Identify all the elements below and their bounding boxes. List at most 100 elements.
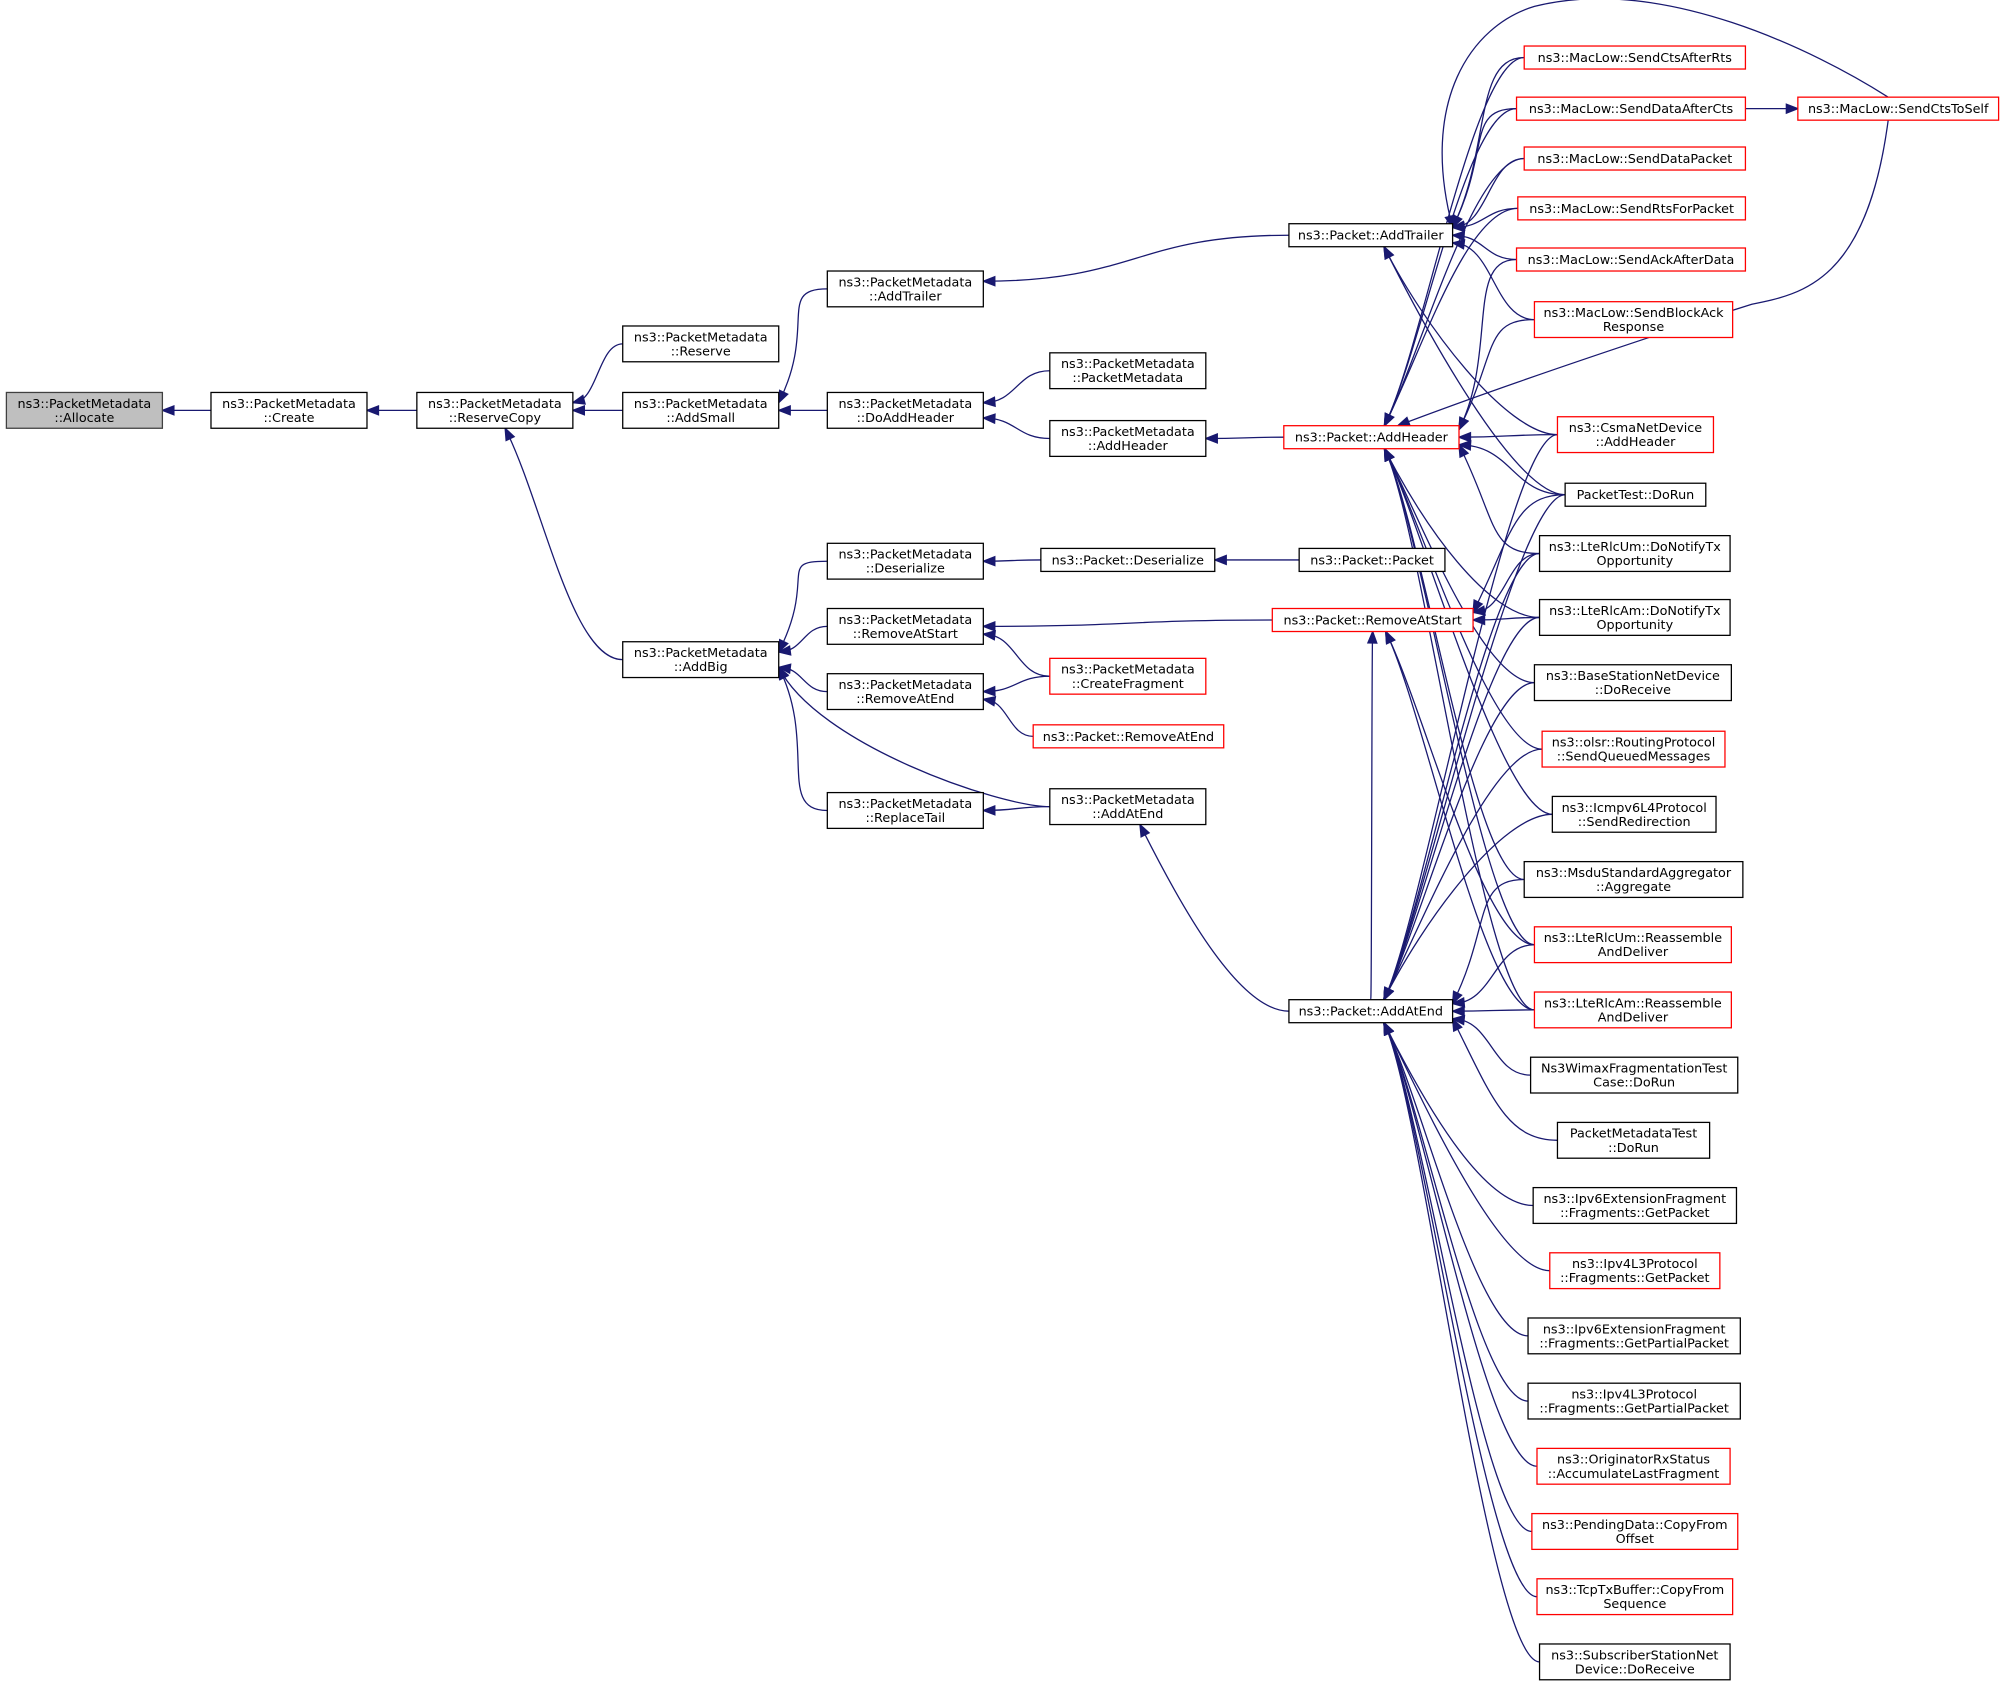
node-box[interactable] xyxy=(1288,999,1454,1024)
node-box[interactable] xyxy=(1527,1317,1741,1355)
node-box[interactable] xyxy=(1298,547,1446,573)
graph-node-pm-addtrailer[interactable]: ns3::PacketMetadata::AddTrailer xyxy=(826,270,984,308)
graph-node-pm-addheader[interactable]: ns3::PacketMetadata::AddHeader xyxy=(1049,419,1207,458)
graph-node-sendrtsforpacket[interactable]: ns3::MacLow::SendRtsForPacket xyxy=(1517,196,1747,221)
graph-node-doaddheader[interactable]: ns3::PacketMetadata::DoAddHeader xyxy=(826,391,984,429)
graph-node-ipv4-getpartial[interactable]: ns3::Ipv4L3Protocol::Fragments::GetParti… xyxy=(1527,1382,1741,1420)
graph-node-bs-doreceive[interactable]: ns3::BaseStationNetDevice::DoReceive xyxy=(1533,664,1732,702)
graph-node-sendctstoself[interactable]: ns3::MacLow::SendCtsToSelf xyxy=(1797,96,2000,121)
node-box[interactable] xyxy=(622,641,780,679)
graph-node-createfragment[interactable]: ns3::PacketMetadata::CreateFragment xyxy=(1049,657,1207,695)
node-box[interactable] xyxy=(1032,724,1225,749)
node-box[interactable] xyxy=(1531,1512,1739,1551)
graph-node-p-removeatend[interactable]: ns3::Packet::RemoveAtEnd xyxy=(1032,724,1225,749)
node-box[interactable] xyxy=(1049,788,1207,826)
node-box[interactable] xyxy=(1515,96,1747,121)
graph-node-packettest[interactable]: PacketTest::DoRun xyxy=(1564,482,1707,507)
graph-node-ipv4-getpacket[interactable]: ns3::Ipv4L3Protocol::Fragments::GetPacke… xyxy=(1549,1252,1721,1290)
graph-node-addsmall[interactable]: ns3::PacketMetadata::AddSmall xyxy=(622,391,780,429)
node-box[interactable] xyxy=(1517,196,1747,221)
graph-node-p-packet[interactable]: ns3::Packet::Packet xyxy=(1298,547,1446,573)
node-box[interactable] xyxy=(1536,1447,1731,1485)
graph-node-pm-deserialize[interactable]: ns3::PacketMetadata::Deserialize xyxy=(826,542,984,580)
graph-node-allocate[interactable]: ns3::PacketMetadata::Allocate xyxy=(5,391,164,429)
node-box[interactable] xyxy=(1049,419,1207,458)
node-box[interactable] xyxy=(1527,1382,1741,1420)
node-box[interactable] xyxy=(1541,730,1726,768)
graph-node-p-addtrailer[interactable]: ns3::Packet::AddTrailer xyxy=(1288,223,1454,248)
graph-node-sendackafterdata[interactable]: ns3::MacLow::SendAckAfterData xyxy=(1515,247,1747,272)
graph-node-originator-accum[interactable]: ns3::OriginatorRxStatus::AccumulateLastF… xyxy=(1536,1447,1731,1485)
graph-node-pm-removeatstart[interactable]: ns3::PacketMetadata::RemoveAtStart xyxy=(826,607,984,645)
graph-node-senddatapacket[interactable]: ns3::MacLow::SendDataPacket xyxy=(1523,146,1747,171)
node-box[interactable] xyxy=(1533,926,1732,964)
node-box[interactable] xyxy=(1556,416,1715,454)
graph-node-ss-doreceive[interactable]: ns3::SubscriberStationNetDevice::DoRecei… xyxy=(1538,1643,1731,1681)
graph-node-p-removeatstart[interactable]: ns3::Packet::RemoveAtStart xyxy=(1271,607,1474,633)
graph-node-ipv6-getpartial[interactable]: ns3::Ipv6ExtensionFragment::Fragments::G… xyxy=(1527,1317,1741,1355)
node-box[interactable] xyxy=(1556,1121,1711,1159)
node-box[interactable] xyxy=(1538,598,1731,636)
node-box[interactable] xyxy=(1551,795,1717,833)
graph-node-replacetail[interactable]: ns3::PacketMetadata::ReplaceTail xyxy=(826,791,984,830)
node-box[interactable] xyxy=(1797,96,2000,121)
node-box[interactable] xyxy=(1533,991,1732,1029)
node-box[interactable] xyxy=(1549,1252,1721,1290)
graph-node-p-addheader[interactable]: ns3::Packet::AddHeader xyxy=(1283,425,1460,450)
node-box[interactable] xyxy=(1515,247,1747,272)
node-box[interactable] xyxy=(1523,45,1747,70)
graph-node-pm-removeatend[interactable]: ns3::PacketMetadata::RemoveAtEnd xyxy=(826,673,984,711)
node-box[interactable] xyxy=(1523,146,1747,171)
graph-node-p-addatend[interactable]: ns3::Packet::AddAtEnd xyxy=(1288,999,1454,1024)
graph-node-sendctsafterrts[interactable]: ns3::MacLow::SendCtsAfterRts xyxy=(1523,45,1747,70)
node-box[interactable] xyxy=(1040,547,1216,573)
node-box[interactable] xyxy=(5,391,164,429)
node-box[interactable] xyxy=(1532,1186,1738,1225)
node-box[interactable] xyxy=(416,391,574,429)
node-box[interactable] xyxy=(826,391,984,429)
node-box[interactable] xyxy=(1523,860,1744,899)
node-box[interactable] xyxy=(1271,607,1474,633)
node-box[interactable] xyxy=(1533,301,1734,339)
graph-node-pmtest[interactable]: PacketMetadataTest::DoRun xyxy=(1556,1121,1711,1159)
graph-node-ipv6-getpacket[interactable]: ns3::Ipv6ExtensionFragment::Fragments::G… xyxy=(1532,1186,1738,1225)
node-box[interactable] xyxy=(1288,223,1454,248)
node-box[interactable] xyxy=(826,673,984,711)
graph-node-reserve[interactable]: ns3::PacketMetadata::Reserve xyxy=(622,325,780,363)
node-box[interactable] xyxy=(1529,1056,1739,1094)
graph-node-p-deserialize[interactable]: ns3::Packet::Deserialize xyxy=(1040,547,1216,573)
graph-node-pm-packetmetadata[interactable]: ns3::PacketMetadata::PacketMetadata xyxy=(1049,352,1207,390)
graph-node-create[interactable]: ns3::PacketMetadata::Create xyxy=(210,391,368,429)
node-box[interactable] xyxy=(622,325,780,363)
node-box[interactable] xyxy=(826,270,984,308)
node-box[interactable] xyxy=(1283,425,1460,450)
graph-node-reservecopy[interactable]: ns3::PacketMetadata::ReserveCopy xyxy=(416,391,574,429)
node-box[interactable] xyxy=(1564,482,1707,507)
graph-node-addbig[interactable]: ns3::PacketMetadata::AddBig xyxy=(622,641,780,679)
node-box[interactable] xyxy=(1049,657,1207,695)
node-box[interactable] xyxy=(826,607,984,645)
node-box[interactable] xyxy=(1049,352,1207,390)
node-box[interactable] xyxy=(826,791,984,830)
graph-node-msdu-aggregate[interactable]: ns3::MsduStandardAggregator::Aggregate xyxy=(1523,860,1744,899)
graph-node-olsr-send[interactable]: ns3::olsr::RoutingProtocol::SendQueuedMe… xyxy=(1541,730,1726,768)
graph-node-icmpv6-redirect[interactable]: ns3::Icmpv6L4Protocol::SendRedirection xyxy=(1551,795,1717,833)
node-box[interactable] xyxy=(1538,1643,1731,1681)
node-box[interactable] xyxy=(1538,534,1731,573)
graph-node-csma-addheader[interactable]: ns3::CsmaNetDevice::AddHeader xyxy=(1556,416,1715,454)
node-box[interactable] xyxy=(826,542,984,580)
graph-node-pm-addatend[interactable]: ns3::PacketMetadata::AddAtEnd xyxy=(1049,788,1207,826)
node-box[interactable] xyxy=(1536,1578,1734,1616)
graph-node-senddataaftercts[interactable]: ns3::MacLow::SendDataAfterCts xyxy=(1515,96,1747,121)
node-box[interactable] xyxy=(210,391,368,429)
node-box[interactable] xyxy=(622,391,780,429)
node-box[interactable] xyxy=(1533,664,1732,702)
